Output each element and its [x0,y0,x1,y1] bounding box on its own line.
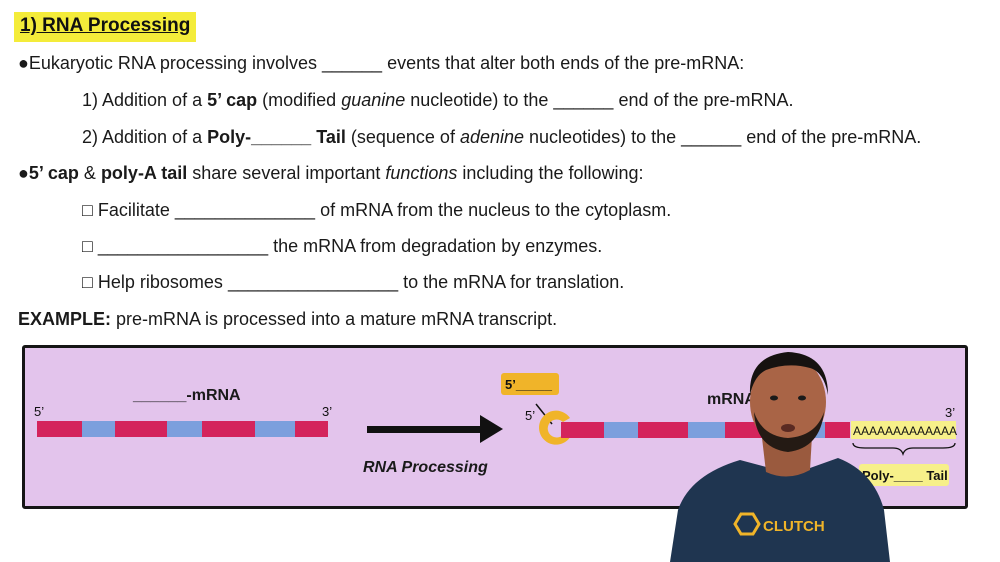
checkbox-icon: □ [82,272,93,292]
sub-line-5-cap: 1) Addition of a 5’ cap (modified guanin… [82,90,794,110]
checkbox-line-protect: □ _________________ the mRNA from degrad… [82,236,603,256]
tail-label: Poly-____ Tail [862,468,948,483]
sub-line-poly-a: 2) Addition of a Poly-______ Tail (seque… [82,127,922,147]
poly-a-sequence: AAAAAAAAAAAAA [853,424,957,438]
checkbox-line-ribosomes: □ Help ribosomes _________________ to th… [82,272,625,292]
blank: _________________ [97,236,269,256]
example-line: EXAMPLE: pre-mRNA is processed into a ma… [18,309,558,329]
right-five-prime: 5’ [525,408,535,423]
right-three-prime: 3’ [945,405,955,420]
clutch-logo-icon: CLUTCH [733,512,825,536]
cap-box [501,373,559,395]
left-three-prime: 3’ [322,404,332,419]
blank: ______ [681,127,742,147]
presenter-beard [754,412,824,452]
shirt-logo-text: CLUTCH [763,518,825,535]
blank: ______ [251,127,312,147]
checkbox-icon: □ [82,200,93,220]
tail-brace [852,442,956,457]
cap-box-label: 5’_____ [505,377,553,392]
arrow-icon [367,415,503,443]
presenter-hair [749,352,828,395]
bullet: ● [18,53,29,73]
pre-mrna-label: ______-mRNA [132,387,241,404]
bullet-line-2: ●5’ cap & poly-A tail share several impo… [18,163,644,183]
presenter-video-overlay: CLUTCH [660,340,900,562]
left-five-prime: 5’ [34,404,44,419]
bullet-line-1: ●Eukaryotic RNA processing involves ____… [18,53,745,73]
section-title: 1) RNA Processing [14,12,197,42]
blank: ______________ [174,200,316,220]
presenter-shirt [670,458,890,562]
arrow-label: RNA Processing [363,459,488,476]
checkbox-icon: □ [82,236,93,256]
poly-a-box [851,421,956,439]
blank: ______ [553,90,614,110]
mrna-label: mRNA [707,391,756,408]
tail-label-box [859,464,949,486]
checkbox-line-facilitate: □ Facilitate ______________ of mRNA from… [82,200,672,220]
presenter-head [750,356,826,448]
pre-mrna-strand [37,421,328,437]
bullet: ● [18,163,29,183]
blank: _________________ [227,272,399,292]
blank: ______ [322,53,383,73]
